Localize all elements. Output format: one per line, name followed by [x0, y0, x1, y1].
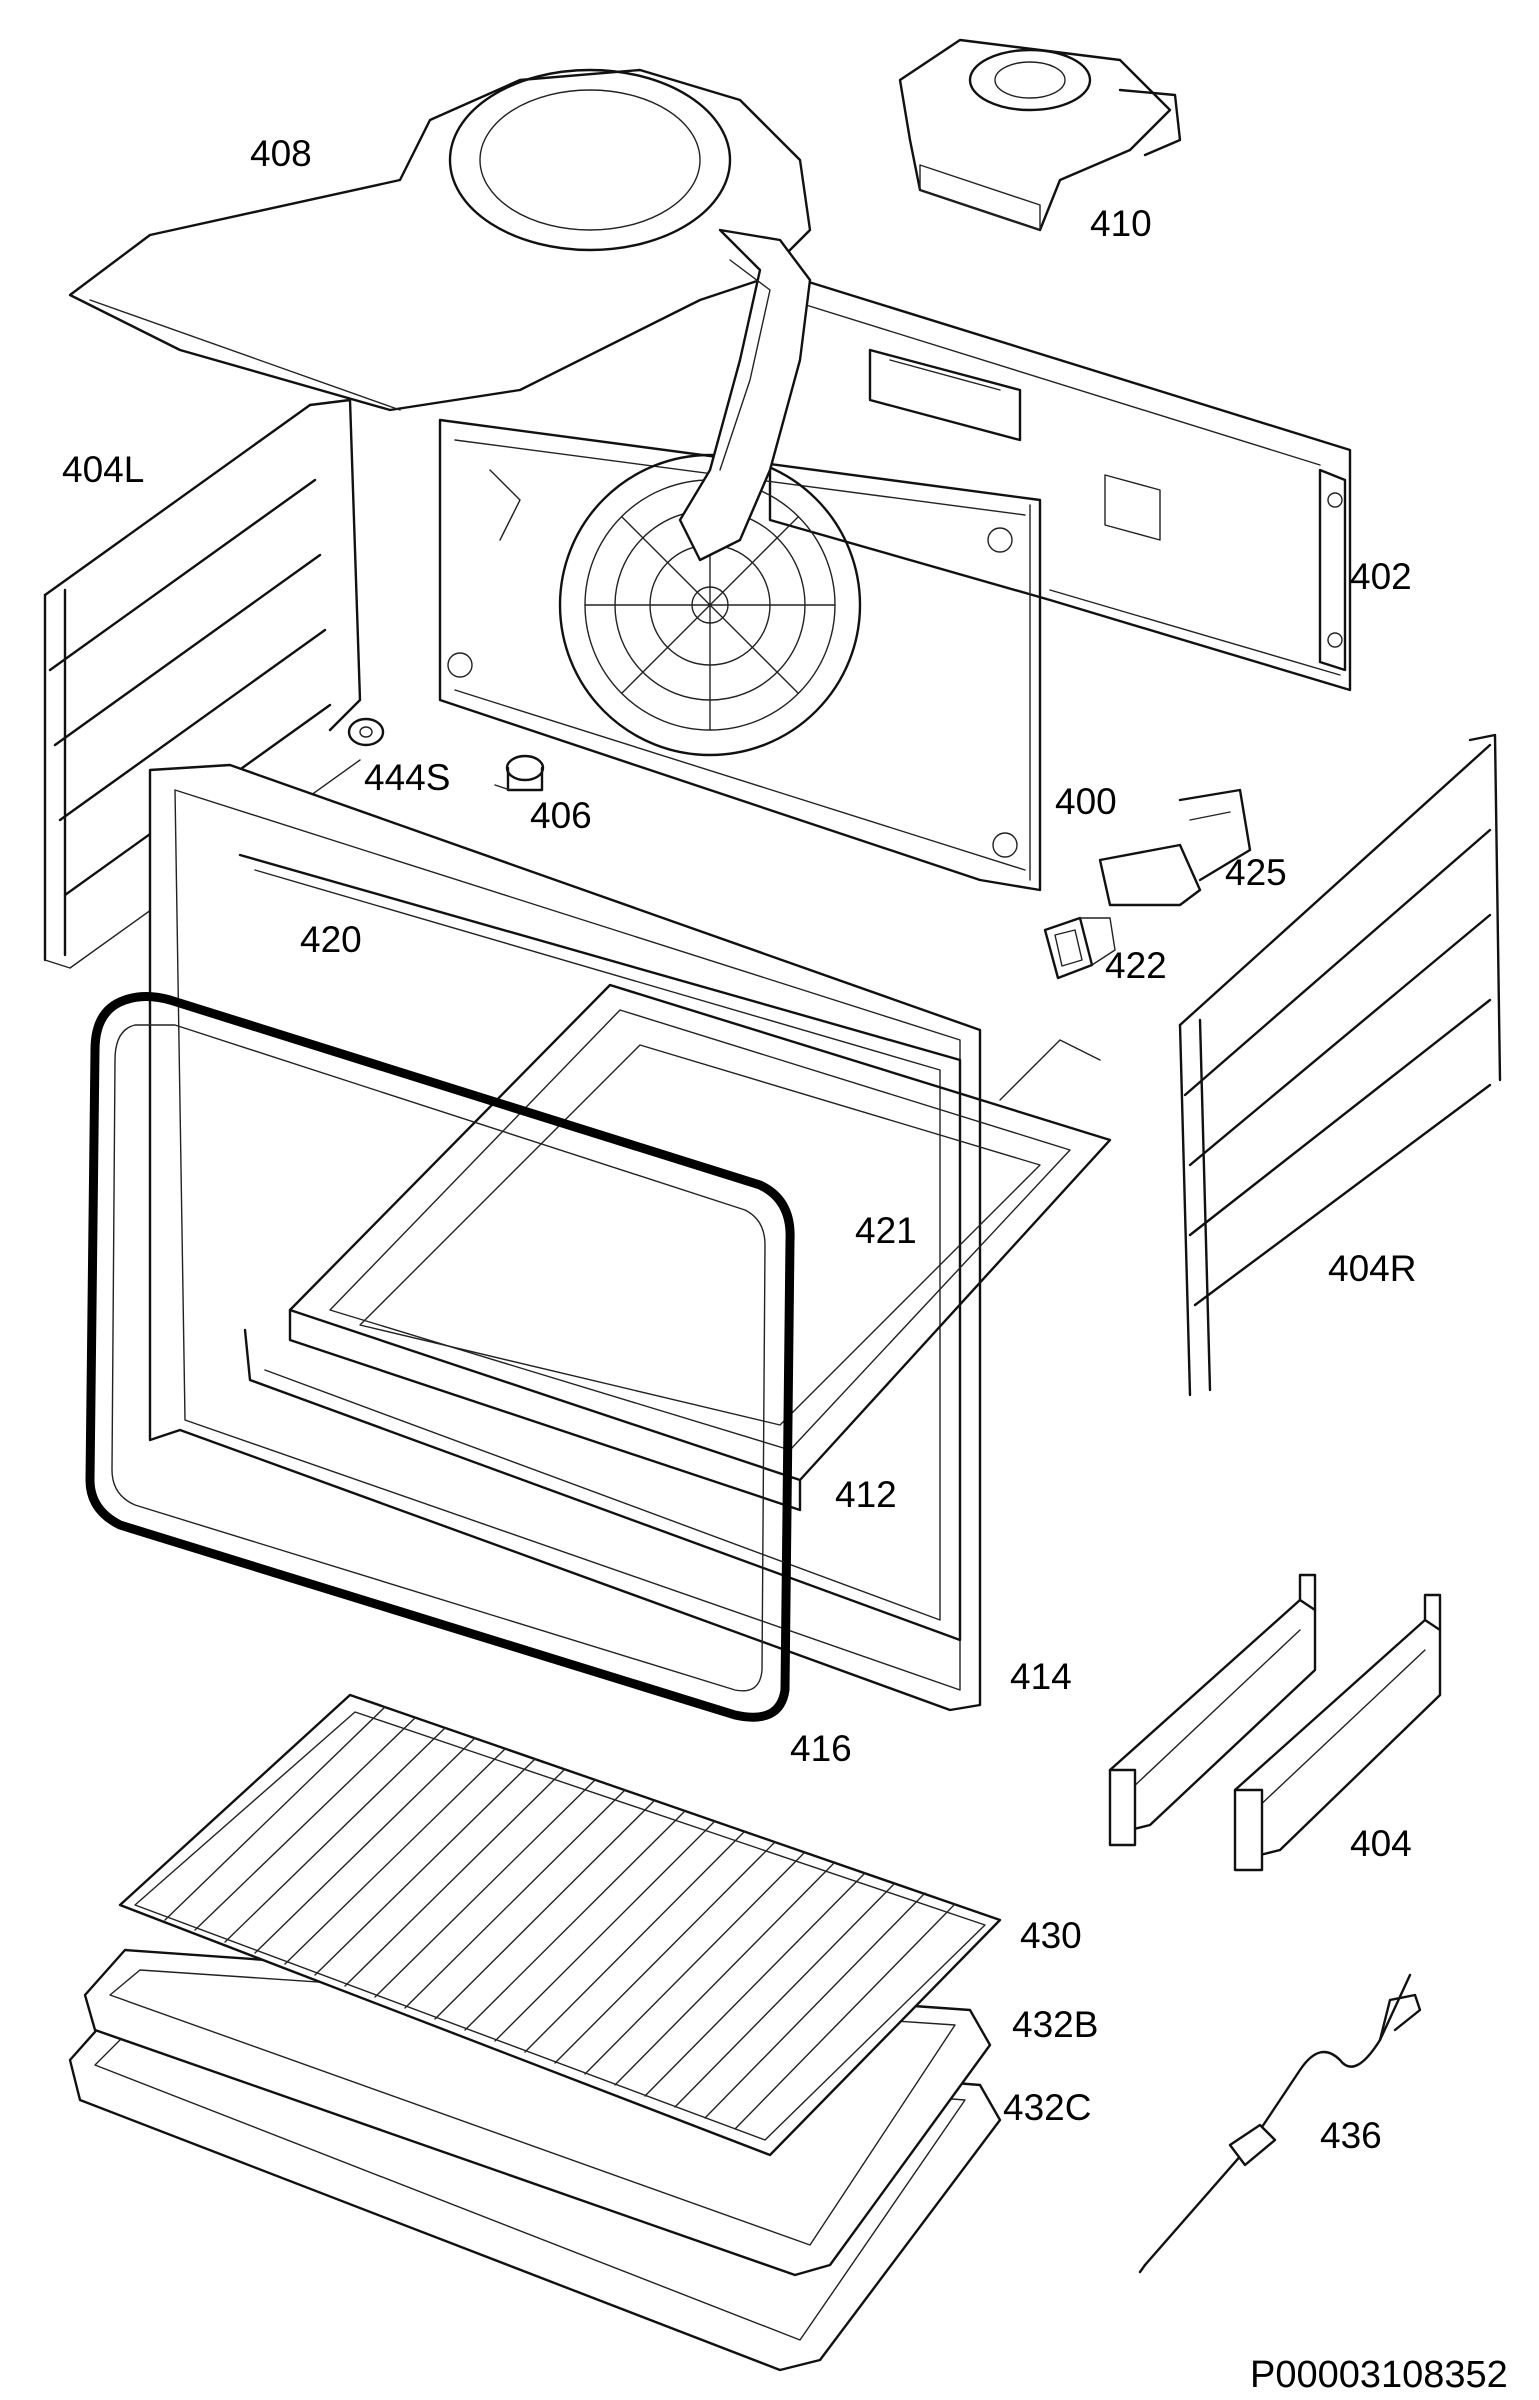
part-422-switch: [1043, 916, 1116, 980]
part-416-door-seal: [85, 992, 795, 1722]
part-404r-right-rack: [1178, 733, 1502, 1397]
part-406-knob: [494, 754, 545, 792]
callout-404: 404: [1350, 1823, 1412, 1864]
callout-416: 416: [790, 1728, 852, 1769]
part-400-fan-panel: [438, 418, 1042, 892]
part-402-back-rail: [768, 268, 1352, 692]
part-404-runners: [1108, 1573, 1442, 1872]
callout-421: 421: [855, 1210, 917, 1251]
callout-432b: 432B: [1012, 2004, 1099, 2045]
callout-436: 436: [1320, 2115, 1382, 2156]
part-414-front-frame: [148, 763, 982, 1712]
callout-430: 430: [1020, 1915, 1082, 1956]
callout-410: 410: [1090, 203, 1152, 244]
callout-404l: 404L: [62, 449, 145, 490]
callout-406: 406: [530, 795, 592, 836]
part-430-wire-shelf: [118, 1693, 1002, 2157]
callout-420: 420: [300, 919, 362, 960]
callout-408: 408: [250, 133, 312, 174]
callout-422: 422: [1105, 945, 1167, 986]
callout-432c: 432C: [1003, 2087, 1092, 2128]
callout-412: 412: [835, 1474, 897, 1515]
document-id: P00003108352: [1250, 2354, 1508, 2396]
part-404l-left-rack: [43, 398, 362, 969]
callout-425: 425: [1225, 852, 1287, 893]
part-444s-washer: [347, 717, 385, 747]
part-436-meat-probe: [1138, 1973, 1422, 2274]
part-425-hinge: [1098, 788, 1252, 907]
callout-444s: 444S: [364, 757, 451, 798]
part-408-fan-cover: [68, 68, 812, 562]
callout-404r: 404R: [1328, 1248, 1417, 1289]
callout-402: 402: [1350, 556, 1412, 597]
callout-400: 400: [1055, 781, 1117, 822]
part-410-fan-motor: [898, 38, 1182, 232]
callout-414: 414: [1010, 1656, 1072, 1697]
